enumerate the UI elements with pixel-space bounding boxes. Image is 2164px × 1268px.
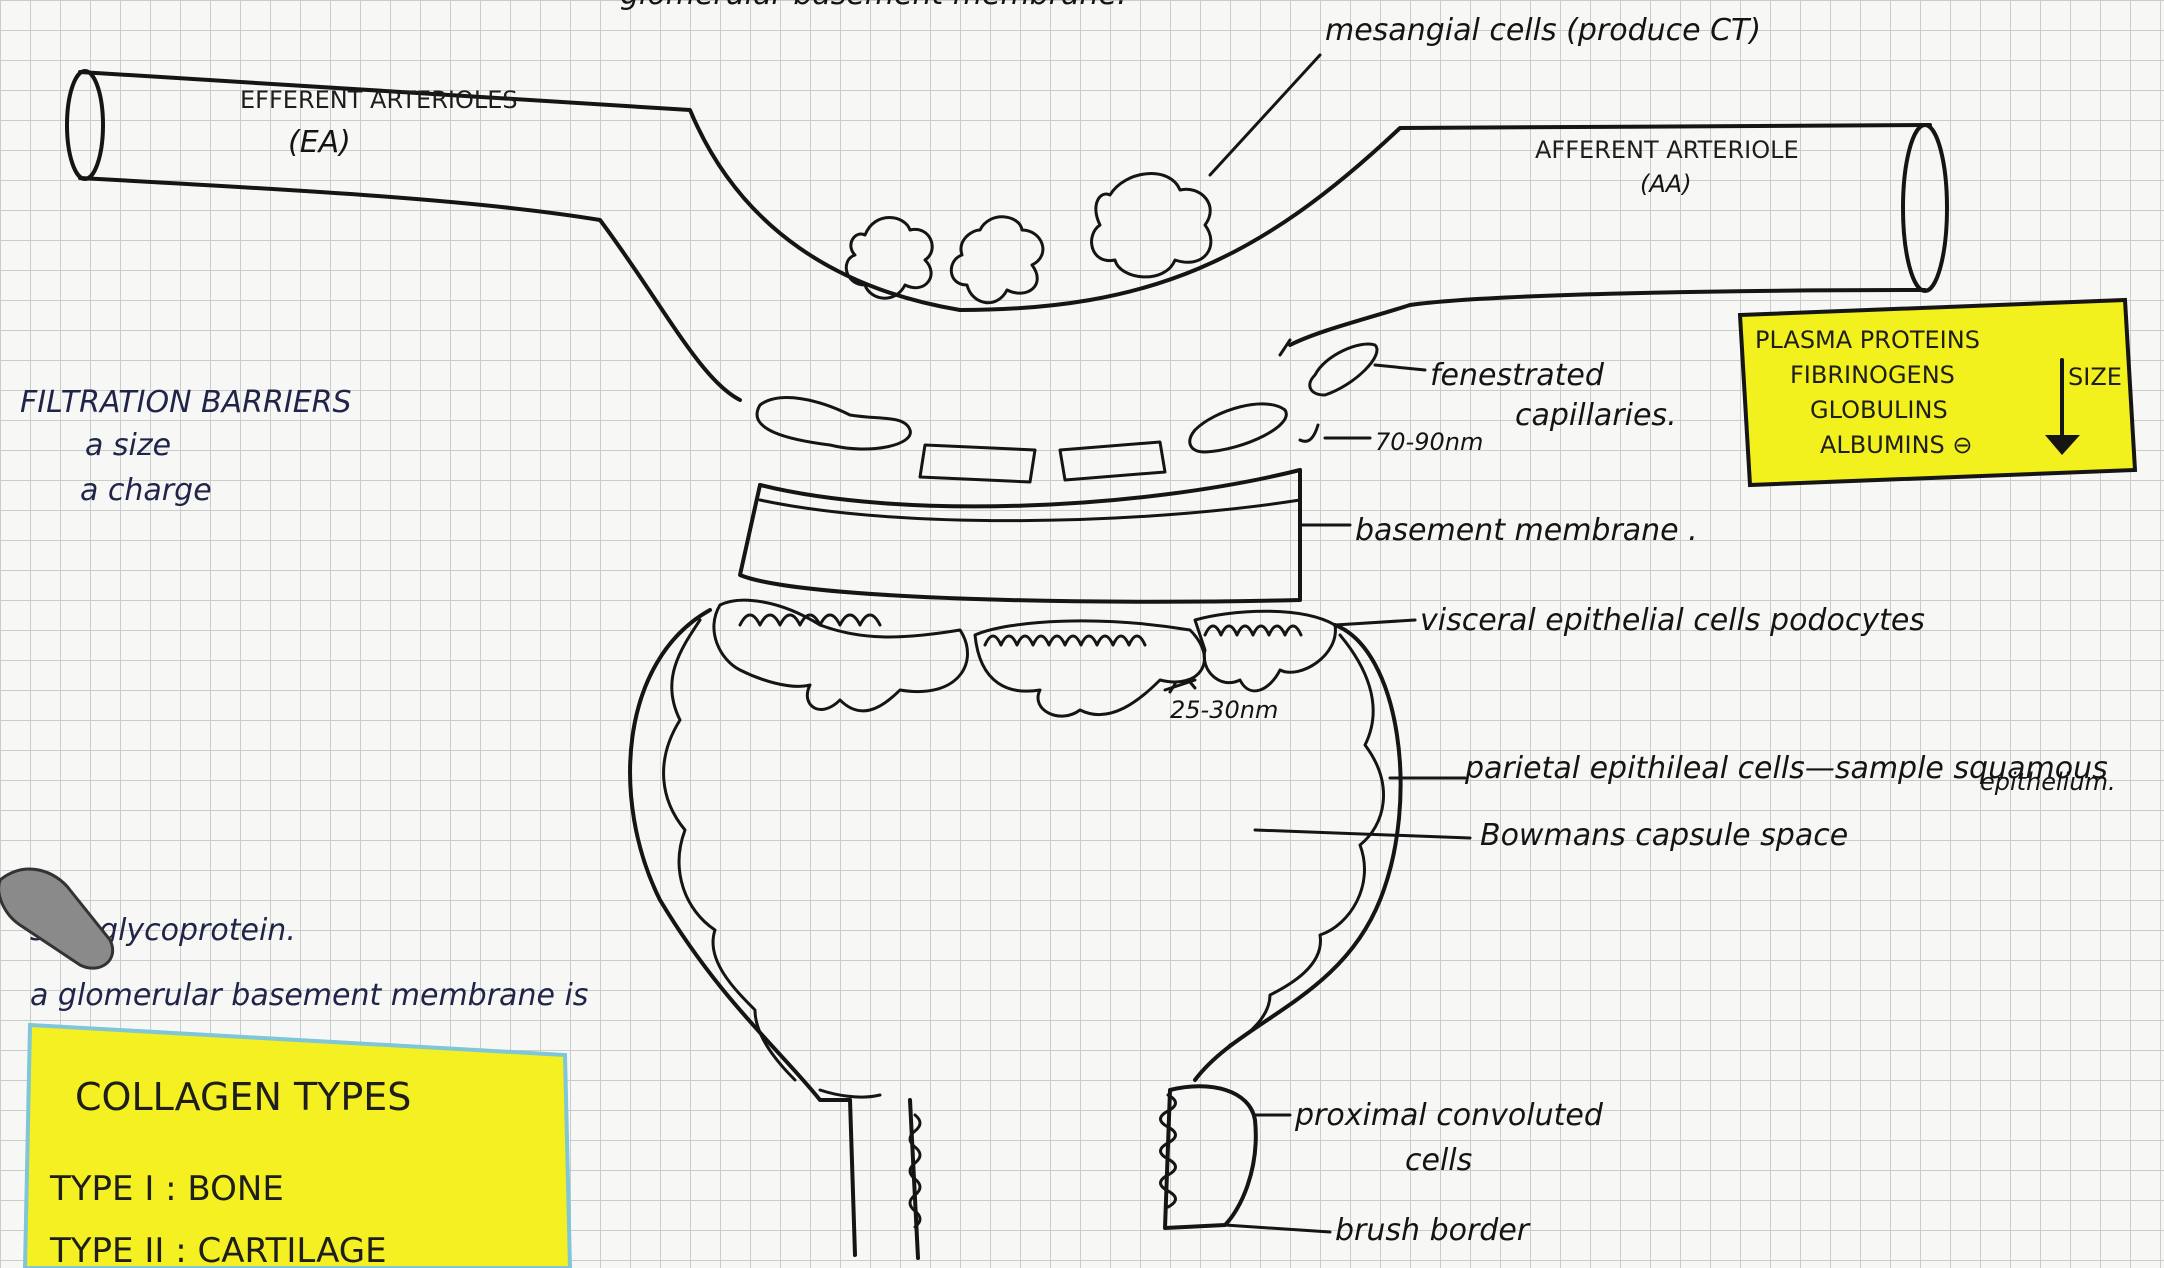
bowmans-leader (1255, 830, 1470, 838)
afferent-label-line2: (AA) (1640, 170, 1692, 198)
podocytes (714, 600, 1415, 716)
pct-label-line1: proximal convoluted (1294, 1098, 1604, 1133)
size-70-90-label: 70-90nm (1375, 428, 1483, 456)
collagen-title: COLLAGEN TYPES (75, 1075, 411, 1119)
collagen-types-box: COLLAGEN TYPES TYPE I : BONE TYPE II : C… (25, 1025, 570, 1268)
afferent-label-line1: AFFERENT ARTERIOLE (1535, 136, 1799, 164)
efferent-arteriole (67, 71, 960, 400)
plasma-title: PLASMA PROTEINS (1755, 326, 1980, 354)
filtration-title: FILTRATION BARRIERS (20, 385, 352, 420)
mesangial-cells (846, 55, 1320, 303)
brush-border-label: brush border (1335, 1213, 1531, 1248)
basement-membrane (740, 470, 1350, 602)
size-25-30-label: 25-30nm (1170, 696, 1278, 724)
top-partial-text: glomerular basement membrane. (620, 0, 1127, 12)
collagen-type2: TYPE II : CARTILAGE (49, 1231, 387, 1268)
bowmans-label: Bowmans capsule space (1480, 818, 1848, 853)
plasma-item-globulins: GLOBULINS (1810, 396, 1948, 424)
fenestrated-leader (1375, 365, 1425, 370)
mesangial-leader (1210, 55, 1320, 175)
pct-label-line2: cells (1405, 1143, 1472, 1178)
brush-leader (1225, 1225, 1330, 1232)
plasma-item-fibrinogens: FIBRINOGENS (1790, 361, 1955, 389)
filtration-item-size: a size (85, 428, 171, 463)
size-label: SIZE (2068, 363, 2122, 391)
parietal-label-cont: epithelium. (1980, 768, 2116, 796)
bowmans-capsule (630, 610, 1470, 1258)
plasma-proteins-box: PLASMA PROTEINS FIBRINOGENS GLOBULINS AL… (1740, 300, 2135, 485)
visceral-leader (1335, 620, 1415, 625)
fenestrated-label-line1: fenestrated (1430, 358, 1605, 393)
efferent-label-line1: EFFERENT ARTERIOLES (240, 86, 518, 114)
note-gbm: a glomerular basement membrane is (30, 978, 588, 1013)
fenestrated-label-line2: capillaries. (1515, 398, 1677, 433)
fenestrated-capillary (757, 340, 1425, 482)
mesangial-label: mesangial cells (produce CT) (1325, 13, 1761, 48)
basement-label: basement membrane . (1355, 513, 1698, 548)
collagen-type1: TYPE I : BONE (49, 1169, 284, 1209)
filtration-item-charge: a charge (80, 473, 212, 508)
visceral-label: visceral epithelial cells podocytes (1420, 603, 1925, 638)
plasma-item-albumins: ALBUMINS ⊖ (1820, 431, 1973, 459)
efferent-label-line2: (EA) (288, 125, 351, 160)
